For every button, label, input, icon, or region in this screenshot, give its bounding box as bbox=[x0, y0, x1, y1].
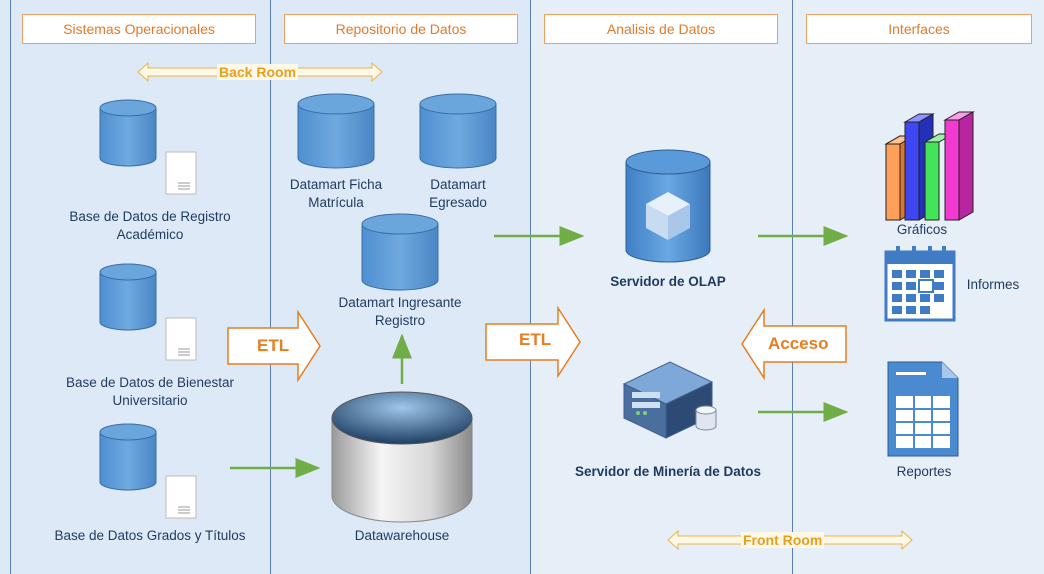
divider-2 bbox=[270, 0, 271, 574]
olap-server-icon bbox=[625, 149, 711, 263]
datamart-ficha-icon bbox=[297, 93, 375, 169]
column-bg-3 bbox=[531, 0, 792, 574]
informes-calendar-icon bbox=[884, 246, 956, 322]
reportes-document-icon bbox=[887, 361, 959, 457]
source-label-bienestar-line1: Base de Datos de Bienestar bbox=[65, 375, 235, 390]
graficos-label: Gráficos bbox=[896, 222, 948, 237]
datamart-ingresante-label: Datamart Ingresante Registro bbox=[320, 294, 480, 330]
acceso-arrow bbox=[741, 307, 847, 381]
acceso-label: Acceso bbox=[768, 334, 829, 353]
db-bienestar-icon bbox=[99, 263, 197, 361]
informes-label: Informes bbox=[966, 277, 1020, 292]
source-label-registro: Base de Datos de Registro Académico bbox=[30, 208, 270, 244]
source-label-bienestar-line2: Universitario bbox=[112, 393, 188, 408]
graficos-chart-icon bbox=[884, 111, 975, 221]
divider-4 bbox=[792, 0, 793, 574]
datamart-ingresante-icon bbox=[361, 213, 439, 291]
olap-label: Servidor de OLAP bbox=[610, 274, 726, 289]
header-interfaces: Interfaces bbox=[806, 14, 1032, 44]
source-label-grados-line1: Base de Datos Grados y Títulos bbox=[54, 528, 246, 543]
source-label-bienestar: Base de Datos de Bienestar Universitario bbox=[30, 374, 270, 410]
front-room-label: Front Room bbox=[741, 532, 825, 548]
mining-label: Servidor de Minería de Datos bbox=[574, 464, 762, 479]
etl-label-1: ETL bbox=[257, 336, 290, 355]
header-repositorio-de-datos: Repositorio de Datos bbox=[284, 14, 518, 44]
reportes-label: Reportes bbox=[896, 464, 952, 479]
etl-arrow-2 bbox=[485, 305, 581, 379]
divider-1 bbox=[10, 0, 11, 574]
datamart-ingresante-line1: Datamart Ingresante bbox=[338, 295, 462, 310]
datawarehouse-label: Datawarehouse bbox=[354, 528, 450, 543]
mining-server-icon bbox=[622, 361, 717, 439]
datamart-ficha-line1: Datamart Ficha bbox=[289, 177, 383, 192]
divider-3 bbox=[530, 0, 531, 574]
datamart-ficha-line2: Matrícula bbox=[308, 195, 364, 210]
db-grados-titulos-icon bbox=[99, 423, 197, 519]
source-label-grados: Base de Datos Grados y Títulos bbox=[30, 527, 270, 545]
header-sistemas-operacionales: Sistemas Operacionales bbox=[22, 14, 256, 44]
etl-arrow-1 bbox=[227, 309, 321, 383]
db-registro-academico-icon bbox=[99, 99, 197, 195]
datamart-ingresante-line2: Registro bbox=[374, 313, 426, 328]
source-label-registro-line2: Académico bbox=[116, 227, 184, 242]
etl-label-2: ETL bbox=[519, 330, 552, 349]
datamart-egresado-line1: Datamart bbox=[430, 177, 486, 192]
back-room-label: Back Room bbox=[217, 64, 299, 80]
datamart-egresado-icon bbox=[419, 93, 497, 169]
header-analisis-de-datos: Analisis de Datos bbox=[544, 14, 778, 44]
datamart-egresado-label: Datamart Egresado bbox=[418, 176, 498, 212]
datamart-egresado-line2: Egresado bbox=[429, 195, 487, 210]
datamart-ficha-label: Datamart Ficha Matrícula bbox=[276, 176, 396, 212]
datawarehouse-icon bbox=[331, 391, 473, 523]
source-label-registro-line1: Base de Datos de Registro bbox=[69, 209, 231, 224]
